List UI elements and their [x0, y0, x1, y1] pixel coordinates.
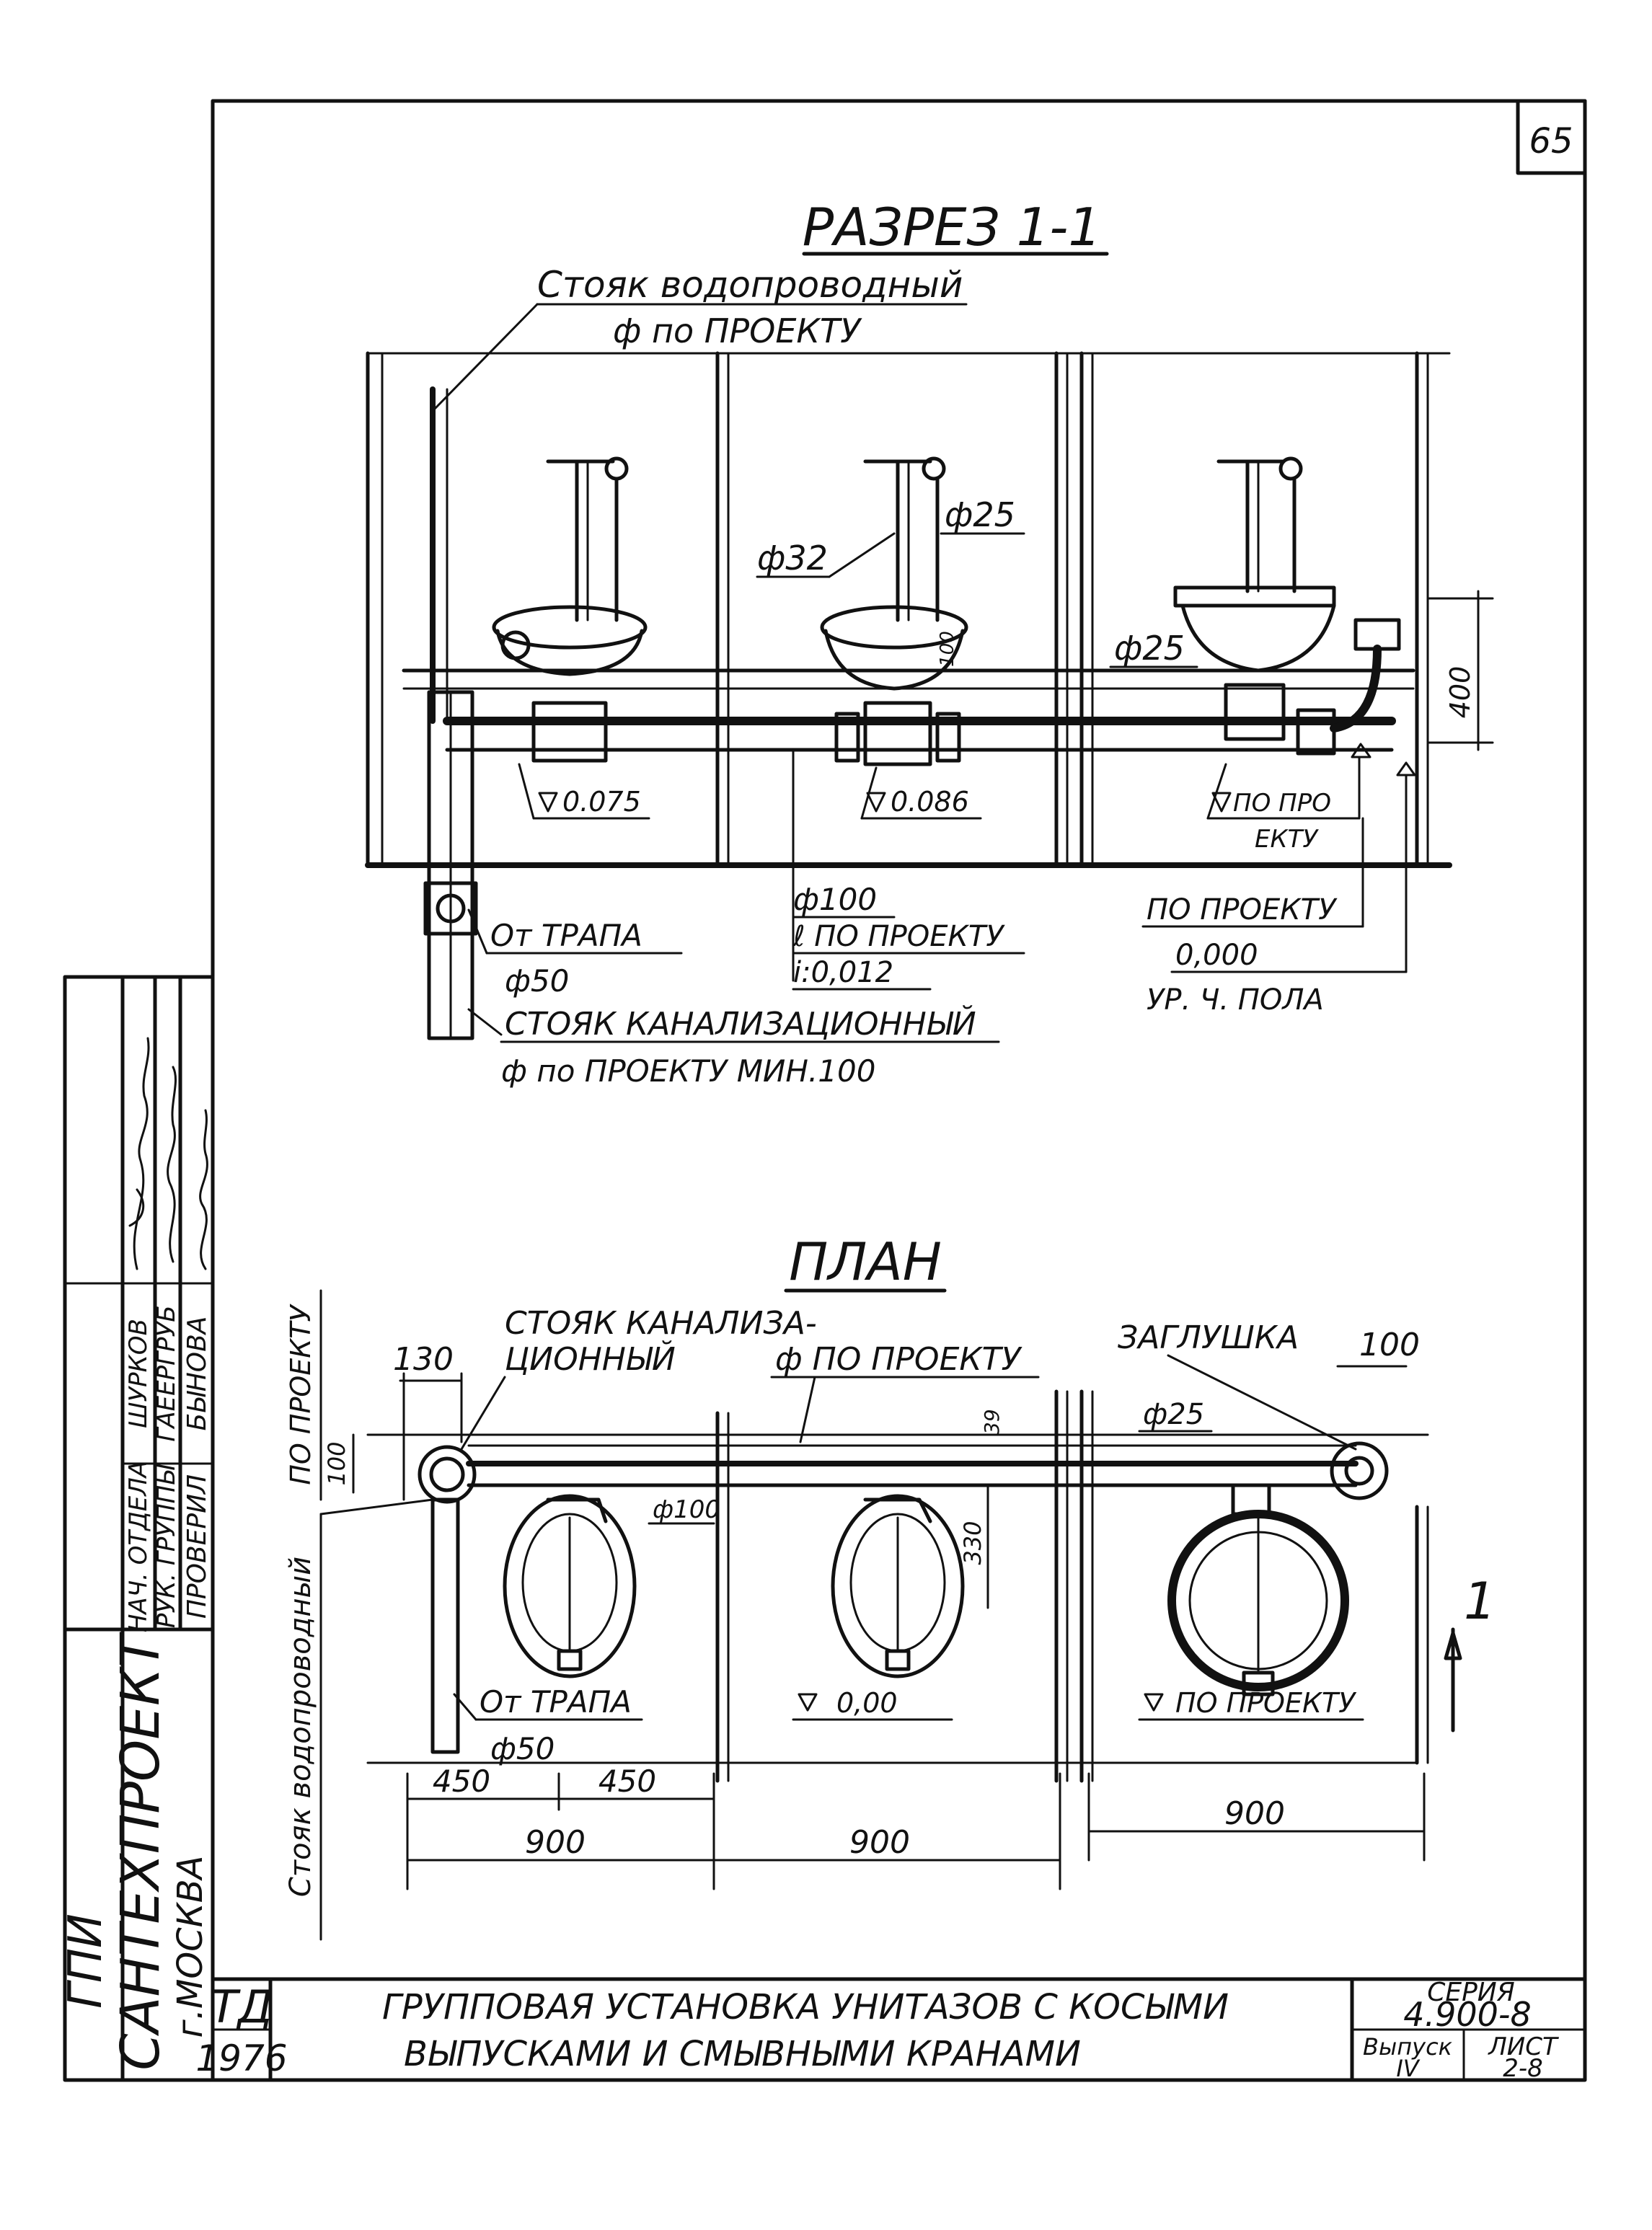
- plan-dim-130: 130: [393, 1341, 454, 1378]
- section-level-1: 0.075: [562, 786, 641, 818]
- stamp-org-line2: САНТЕХПРОЕКТ: [110, 1631, 172, 2070]
- stamp-name-3: БЫНОВА: [182, 1317, 212, 1431]
- section-view: РАЗРЕЗ 1-1 Стояк водопроводный ф по ПРОЕ…: [365, 197, 1494, 1089]
- series-value: 4.900-8: [1403, 1995, 1532, 2034]
- section-level-3-line2: ЕКТУ: [1255, 825, 1319, 854]
- title-year: 1976: [195, 2037, 287, 2079]
- title-line2: ВЫПУСКАМИ И СМЫВНЫМИ КРАНАМИ: [404, 2034, 1081, 2074]
- issue-label: Выпуск: [1363, 2033, 1453, 2061]
- plan-water-riser-vertical: Стояк водопроводный: [284, 1557, 317, 1897]
- section-sewer-riser-title: СТОЯК КАНАЛИЗАЦИОННЫЙ: [505, 1004, 976, 1043]
- section-dia-25-b: ф25: [1114, 629, 1185, 668]
- toilet-fixture-2: [820, 456, 968, 766]
- stamp-org-line3: г.МОСКВА: [170, 1855, 211, 2037]
- section-dia-32: ф32: [757, 539, 828, 578]
- plan-level-right: ПО ПРОЕКТУ: [1175, 1687, 1357, 1719]
- section-dia-25-a: ф25: [945, 495, 1015, 534]
- stamp-name-1: ШУРКОВ: [124, 1319, 153, 1428]
- plan-toilet-1: [503, 1494, 637, 1678]
- plan-dim-450-b: 450: [598, 1764, 656, 1799]
- section-floor-ref-2: 0,000: [1175, 939, 1258, 972]
- plan-level-center: 0,00: [836, 1687, 898, 1719]
- plan-dim-330: 330: [959, 1521, 986, 1565]
- sheet-frame: [63, 99, 1587, 2082]
- left-stamp: ГПИ САНТЕХПРОЕКТ г.МОСКВА НАЧ. ОТДЕЛА РУ…: [59, 975, 215, 2082]
- plan-dim-450-a: 450: [433, 1764, 490, 1799]
- plan-toilet-3: [1167, 1483, 1349, 1696]
- stamp-name-2: ГАЕЕРГРУБ: [152, 1305, 181, 1441]
- title-td: ТД: [211, 1981, 273, 2033]
- section-water-riser-dia: ф по ПРОЕКТУ: [613, 311, 862, 350]
- section-pipe-slope: i:0,012: [793, 956, 893, 989]
- plan-drain-label: От ТРАПА: [480, 1684, 632, 1720]
- section-title: РАЗРЕЗ 1-1: [803, 197, 1101, 257]
- plan-dim-39: 39: [980, 1409, 1004, 1435]
- toilet-fixture-3: [1173, 456, 1401, 756]
- section-drain-label: От ТРАПА: [490, 918, 642, 953]
- toilet-fixture-1: [492, 456, 648, 763]
- section-dim-400: 400: [1444, 666, 1476, 719]
- plan-dim-900-a: 900: [525, 1824, 586, 1861]
- title-block: ТД 1976 ГРУППОВАЯ УСТАНОВКА УНИТАЗОВ С К…: [195, 1977, 1587, 2083]
- plan-plug: ЗАГЛУШКА: [1118, 1319, 1299, 1356]
- plan-dia-25: ф25: [1143, 1398, 1204, 1431]
- signature-3: [199, 1109, 208, 1270]
- section-sewer-riser-dia: ф по ПРОЕКТУ МИН.100: [501, 1053, 875, 1089]
- sheet-number: 65: [1529, 121, 1573, 162]
- signature-1: [128, 1037, 150, 1270]
- plan-toilet-2: [831, 1494, 965, 1678]
- section-level-3-line1: ПО ПРО: [1233, 789, 1331, 818]
- section-pipe-dia: ф100: [793, 882, 877, 917]
- section-drain-dia: ф50: [505, 963, 569, 999]
- stamp-role-2: РУК. ГРУППЫ: [152, 1464, 181, 1628]
- plan-sewer-riser-line1: СТОЯК КАНАЛИЗА-: [505, 1305, 817, 1342]
- title-line1: ГРУППОВАЯ УСТАНОВКА УНИТАЗОВ С КОСЫМИ: [382, 1987, 1229, 2027]
- stamp-org-line1: ГПИ: [59, 1913, 112, 2009]
- plan-dim-100-left: 100: [323, 1441, 350, 1485]
- plan-view: ПЛАН СТОЯК КАНАЛИЗА- ЦИОННЫЙ ф ПО ПРОЕКТ…: [284, 1231, 1496, 1941]
- plan-dim-900-b: 900: [849, 1824, 910, 1861]
- plan-title: ПЛАН: [789, 1231, 942, 1292]
- plan-pipe-dia: ф ПО ПРОЕКТУ: [775, 1341, 1022, 1378]
- plan-dim-100-right: 100: [1359, 1327, 1420, 1363]
- section-level-2: 0.086: [891, 786, 969, 818]
- plan-dim-900-c: 900: [1224, 1795, 1285, 1832]
- series-label: СЕРИЯ: [1427, 1978, 1515, 2007]
- section-pipe-len: ℓ ПО ПРОЕКТУ: [792, 920, 1005, 953]
- section-floor-ref-3: УР. Ч. ПОЛА: [1147, 983, 1324, 1017]
- sheet-value: 2-8: [1503, 2054, 1543, 2083]
- plan-section-mark: 1: [1464, 1572, 1496, 1631]
- stamp-role-1: НАЧ. ОТДЕЛА: [124, 1461, 153, 1632]
- stamp-role-3: ПРОВЕРИЛ: [182, 1474, 212, 1619]
- signature-2: [167, 1066, 177, 1263]
- plan-drain-dia: ф50: [490, 1731, 555, 1766]
- plan-dia-100: ф100: [653, 1495, 720, 1524]
- sheet-label: ЛИСТ: [1487, 2032, 1559, 2061]
- section-dim-small: 100: [937, 631, 958, 667]
- plan-sewer-riser-line2: ЦИОННЫЙ: [505, 1340, 676, 1378]
- section-water-riser-title: Стояк водопроводный: [537, 264, 963, 306]
- plan-by-project-vertical: ПО ПРОЕКТУ: [285, 1304, 317, 1485]
- issue-value: IV: [1396, 2055, 1420, 2082]
- section-floor-ref-1: ПО ПРОЕКТУ: [1147, 893, 1338, 926]
